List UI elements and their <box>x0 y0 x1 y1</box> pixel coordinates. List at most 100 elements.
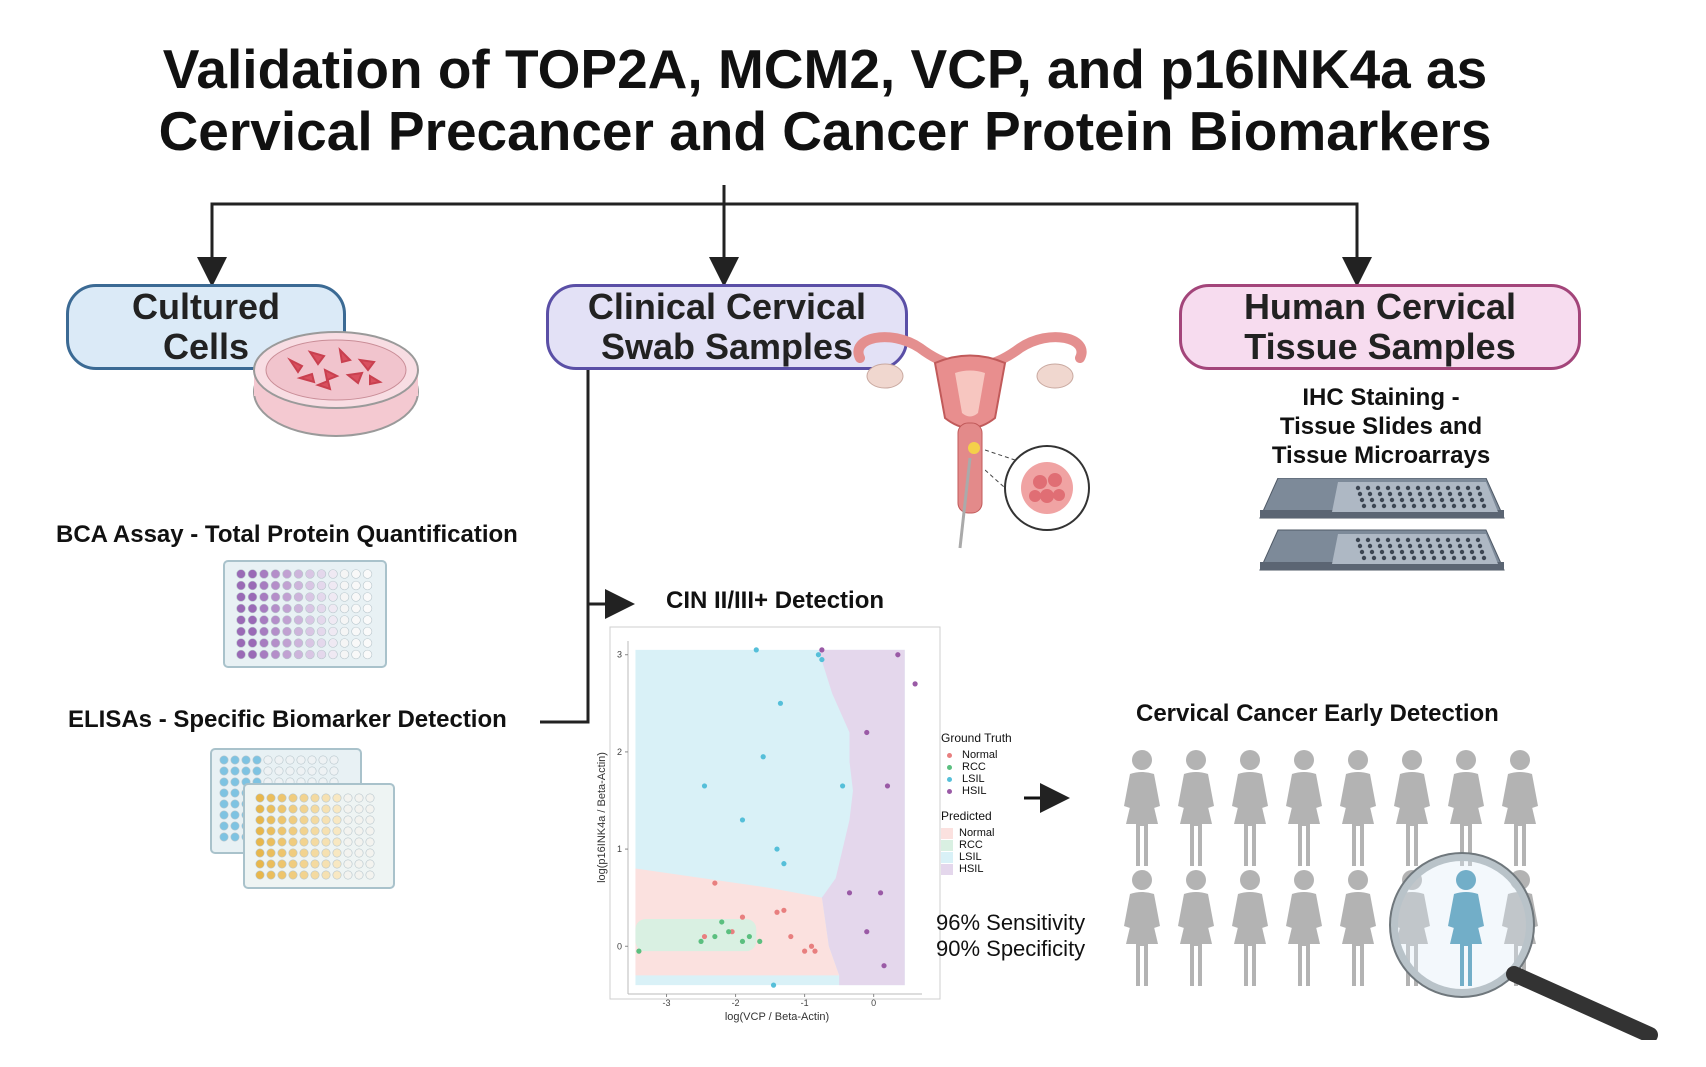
plate-well <box>288 848 298 858</box>
bca-assay-label: BCA Assay - Total Protein Quantification <box>56 521 518 548</box>
tissue-line-1: Human Cervical <box>1243 286 1517 327</box>
tma-spot <box>1395 485 1401 491</box>
tma-spot <box>1401 555 1407 561</box>
tma-spot <box>1391 503 1397 509</box>
detection-label: CIN II/III+ Detection <box>666 587 885 614</box>
plate-well <box>328 638 338 648</box>
plate-well <box>305 649 315 660</box>
plate-well <box>365 870 375 880</box>
plate-well <box>343 859 353 869</box>
plate-well <box>282 603 292 614</box>
tma-spot <box>1369 549 1375 555</box>
plate-well <box>351 615 361 625</box>
tma-spot <box>1367 491 1373 497</box>
point-hsil <box>864 729 870 736</box>
tma-spot <box>1439 497 1445 503</box>
x-axis-label: log(VCP / Beta-Actin) <box>725 1011 829 1023</box>
plate-well <box>329 755 339 765</box>
tma-spot <box>1467 491 1473 497</box>
plate-well <box>351 638 361 648</box>
person-icon <box>1502 750 1538 866</box>
plate-well <box>328 592 338 602</box>
plate-well <box>318 755 328 765</box>
plate-well <box>277 859 287 869</box>
early-detection-label: Cervical Cancer Early Detection <box>1136 700 1499 727</box>
plate-well <box>270 649 281 660</box>
tma-spot <box>1375 485 1381 491</box>
point-lsil <box>760 754 766 760</box>
plate-well <box>362 615 373 625</box>
plate-well <box>362 580 373 591</box>
legend-label: LSIL <box>962 773 985 785</box>
point-hsil <box>864 929 870 935</box>
plate-well <box>288 793 298 803</box>
plate-well <box>343 826 353 836</box>
plate-well <box>365 793 375 803</box>
plate-well <box>332 815 342 825</box>
plate-well <box>354 815 364 825</box>
point-lsil <box>770 982 777 988</box>
legend-truth-item: HSIL <box>941 785 1051 797</box>
tma-spot <box>1479 497 1485 503</box>
legend-truth-title: Ground Truth <box>941 731 1012 745</box>
plate-well <box>259 603 269 614</box>
plate-well <box>282 569 292 579</box>
plate-well <box>365 804 375 814</box>
legend-label: RCC <box>962 761 986 773</box>
legend-swatch <box>941 839 953 851</box>
tma-spot <box>1461 555 1467 561</box>
plate-well <box>277 837 287 847</box>
tma-spot <box>1447 491 1453 497</box>
tma-spot <box>1441 555 1447 561</box>
person-icon <box>1124 870 1160 986</box>
plate-well <box>310 859 320 869</box>
plate-well <box>328 649 338 660</box>
tma-spot <box>1407 543 1413 549</box>
tma-spot <box>1419 549 1425 555</box>
plate-well <box>316 615 327 625</box>
plate-well <box>316 638 327 648</box>
plate-well <box>362 638 373 648</box>
point-hsil <box>884 783 891 789</box>
plate-well <box>293 638 304 648</box>
plate-well <box>236 615 246 625</box>
tma-spot <box>1461 503 1467 509</box>
plate-well <box>288 826 298 836</box>
legend-label: LSIL <box>959 851 982 863</box>
plate-well <box>343 815 353 825</box>
point-hsil <box>881 963 887 969</box>
tma-spot <box>1481 503 1487 509</box>
plate-well <box>299 793 309 803</box>
tma-spot <box>1475 485 1481 491</box>
tma-spot <box>1455 485 1461 491</box>
tma-spot <box>1365 537 1371 543</box>
plate-well <box>332 859 342 869</box>
plate-well <box>236 569 246 579</box>
plate-well <box>305 569 315 579</box>
plate-well <box>282 615 292 625</box>
plate-well <box>310 848 320 858</box>
plate-well <box>339 638 350 648</box>
tma-spot <box>1405 537 1411 543</box>
tma-spot <box>1417 491 1423 497</box>
plate-well <box>241 766 251 776</box>
point-hsil <box>912 681 918 687</box>
tma-spot <box>1395 537 1401 543</box>
tma-spot <box>1445 485 1451 491</box>
plate-well <box>270 626 281 637</box>
plate-well <box>316 592 327 602</box>
plate-well <box>339 626 350 637</box>
plate-well <box>277 793 287 803</box>
plate-well <box>219 777 229 787</box>
plate-well <box>219 832 229 842</box>
plate-well <box>288 859 298 869</box>
region-rcc <box>635 919 757 952</box>
tma-spot <box>1465 485 1471 491</box>
plate-well <box>255 804 265 814</box>
tma-spot <box>1435 537 1441 543</box>
plate-well <box>219 799 229 809</box>
plate-well <box>252 755 262 765</box>
tma-spot <box>1427 491 1433 497</box>
tma-spot <box>1429 497 1435 503</box>
plate-well <box>339 580 350 591</box>
